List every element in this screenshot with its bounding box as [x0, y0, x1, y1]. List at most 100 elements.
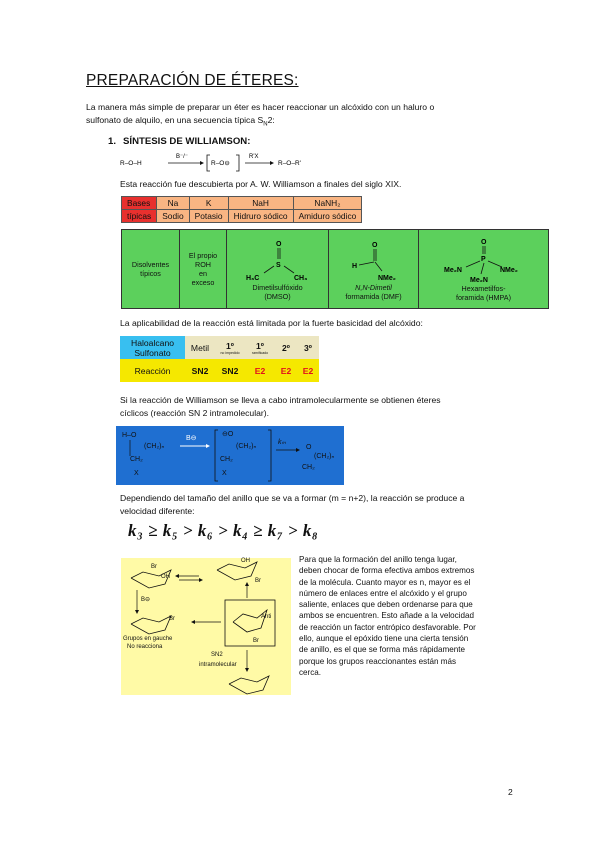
- scheme-alkoxide: R–O⊖: [211, 160, 230, 167]
- svg-text:O: O: [372, 242, 378, 249]
- explanation-line: deben chocar de forma efectiva ambos ext…: [299, 566, 475, 576]
- intramolecular-line-1: Si la reacción de Williamson se lleva a …: [120, 395, 441, 405]
- blue-product-o: O: [306, 444, 312, 451]
- solvent-hmpa: O P Me₂N NMe₂ Me₂N Hexametilfos- foramid…: [419, 230, 548, 308]
- svg-text:S: S: [276, 262, 281, 269]
- intramolecular-scheme: H–O (CH₂)ₙ CH₂ X B⊖ ⊖O (CH₂)ₙ CH₂ X kₘ O…: [116, 426, 344, 485]
- explanation-line: número de enlaces entre el alcóxido y el…: [299, 588, 467, 598]
- blue-alkoxide-o: ⊖O: [222, 431, 234, 438]
- svg-text:O: O: [481, 239, 487, 246]
- reaction-tertiary: E2: [297, 359, 319, 382]
- base-formula-na: Na: [156, 196, 190, 210]
- dmf-structure: O H NMe₂: [352, 242, 396, 282]
- intramolecular-paragraph: Si la reacción de Williamson se lleva a …: [120, 394, 441, 419]
- reaction-primary-unhindered: SN2: [215, 359, 245, 382]
- yellow-base: B⊖: [141, 597, 151, 603]
- explanation-line: ambos se encuentren. Esto añade a la vel…: [299, 611, 475, 621]
- intro-paragraph: La manera más simple de preparar un éter…: [86, 101, 434, 131]
- arrow-head-2: [270, 161, 274, 165]
- svg-text:O: O: [276, 241, 282, 248]
- svg-text:Me₂N: Me₂N: [470, 277, 488, 284]
- yellow-br-1: Br: [151, 564, 157, 570]
- page-number: 2: [508, 787, 513, 797]
- dmso-abbr: (DMSO): [264, 292, 291, 301]
- svg-text:Me₂N: Me₂N: [444, 267, 462, 274]
- solvent-dmso: O S H₃C CH₃ Dimetilsulfóxido (DMSO): [227, 230, 329, 308]
- blue-start: H–O: [122, 432, 137, 439]
- intro-line-1: La manera más simple de preparar un éter…: [86, 102, 435, 112]
- base-formula-nanh2: NaNH₂: [292, 196, 363, 210]
- blue-base: B⊖: [186, 435, 197, 442]
- hmpa-name: Hexametilfos-: [461, 284, 506, 293]
- bracket-right: [236, 154, 240, 172]
- svg-text:P: P: [481, 256, 486, 263]
- dmf-name: N,N-Dimetil: [355, 283, 392, 292]
- hmpa-name-2: foramida (HMPA): [456, 293, 511, 302]
- ring-size-line-2: velocidad diferente:: [120, 505, 195, 516]
- svg-text:H₃C: H₃C: [246, 275, 259, 282]
- intramolecular-line-2: cíclicos (reacción SN 2 intramolecular).: [120, 407, 270, 418]
- section-number: 1.: [108, 136, 117, 147]
- intramolecular-label: intramolecular: [199, 662, 237, 668]
- anti-label: Anti: [261, 614, 272, 620]
- svg-text:NMe₂: NMe₂: [378, 275, 396, 282]
- cyclohexane-drawing: [130, 561, 276, 695]
- blue-k: kₘ: [278, 439, 286, 446]
- base-name-sodio: Sodio: [156, 209, 190, 223]
- bases-header-2: típicas: [120, 209, 158, 223]
- ring-size-paragraph: Dependiendo del tamaño del anillo que se…: [120, 492, 464, 517]
- cyclohexane-scheme: Br OH OH Br B⊖ Br Grupos en gauche No re…: [121, 558, 291, 695]
- base-name-hidruro: Hidruro sódico: [227, 209, 294, 223]
- reaction-metil: SN2: [185, 359, 215, 382]
- ring-explanation: Para que la formación del anillo tenga l…: [299, 554, 521, 678]
- substrate-secondary: 2º: [275, 336, 297, 359]
- svg-text:CH₃: CH₃: [294, 275, 307, 282]
- substrate-tertiary: 3º: [297, 336, 319, 359]
- dmf-name-2: formamida (DMF): [345, 292, 402, 301]
- yellow-oh-1: OH: [161, 574, 170, 580]
- section-heading: 1. SÍNTESIS DE WILLIAMSON:: [108, 136, 250, 147]
- blue-x-2: X: [222, 470, 227, 477]
- ring-size-line-1: Dependiendo del tamaño del anillo que se…: [120, 493, 465, 503]
- yellow-oh-2: OH: [241, 558, 250, 564]
- bases-table: Bases Na K NaH NaNH₂ típicas Sodio Potas…: [120, 196, 363, 223]
- applicability-text: La aplicabilidad de la reacción está lim…: [120, 318, 423, 328]
- blue-ch2-2: CH₂: [220, 456, 233, 463]
- section-title: SÍNTESIS DE WILLIAMSON:: [123, 136, 251, 147]
- arrow-head-1: [200, 161, 204, 165]
- applicability-row-reaction: Reacción SN2 SN2 E2 E2 E2: [120, 359, 319, 382]
- discovery-text: Esta reacción fue descubierta por A. W. …: [120, 179, 402, 189]
- bases-header-1: Bases: [120, 196, 158, 210]
- williamson-general-scheme: R–O–H B⁻/⁻ R–O⊖ R'X R–O–R': [120, 154, 301, 172]
- svg-text:H: H: [352, 263, 357, 270]
- reaction-header: Reacción: [120, 359, 185, 382]
- scheme-reactant: R–O–H: [120, 160, 142, 167]
- explanation-line: ello, aunque el epóxido tiene una cierta…: [299, 634, 469, 644]
- blue-chain-1: (CH₂)ₙ: [144, 443, 165, 450]
- explanation-line: cerca.: [299, 667, 322, 677]
- explanation-line: de la molécula. Cuanto mayor es n, mayor…: [299, 577, 471, 587]
- yellow-br-2: Br: [255, 578, 261, 584]
- bracket-left: [206, 154, 210, 172]
- base-formula-k: K: [188, 196, 229, 210]
- base-name-potasio: Potasio: [188, 209, 229, 223]
- blue-ch2-1: CH₂: [130, 456, 143, 463]
- bases-row-name: típicas Sodio Potasio Hidruro sódico Ami…: [120, 209, 363, 223]
- scheme-reagent: R'X: [249, 154, 258, 160]
- explanation-line: porque los grupos reaccionantes están má…: [299, 656, 457, 666]
- base-formula-nah: NaH: [227, 196, 294, 210]
- dmso-name: Dimetilsulfóxido: [252, 283, 303, 292]
- scheme-base: B⁻/⁻: [176, 154, 188, 160]
- substrate-metil: Metil: [185, 336, 215, 359]
- intro-line-2: sulfonato de alquilo, en una secuencia t…: [86, 114, 275, 128]
- explanation-line: saliente, enlaces que deben ordenarse pa…: [299, 600, 473, 610]
- yellow-br-4: Br: [253, 638, 259, 644]
- scheme-product: R–O–R': [278, 160, 301, 167]
